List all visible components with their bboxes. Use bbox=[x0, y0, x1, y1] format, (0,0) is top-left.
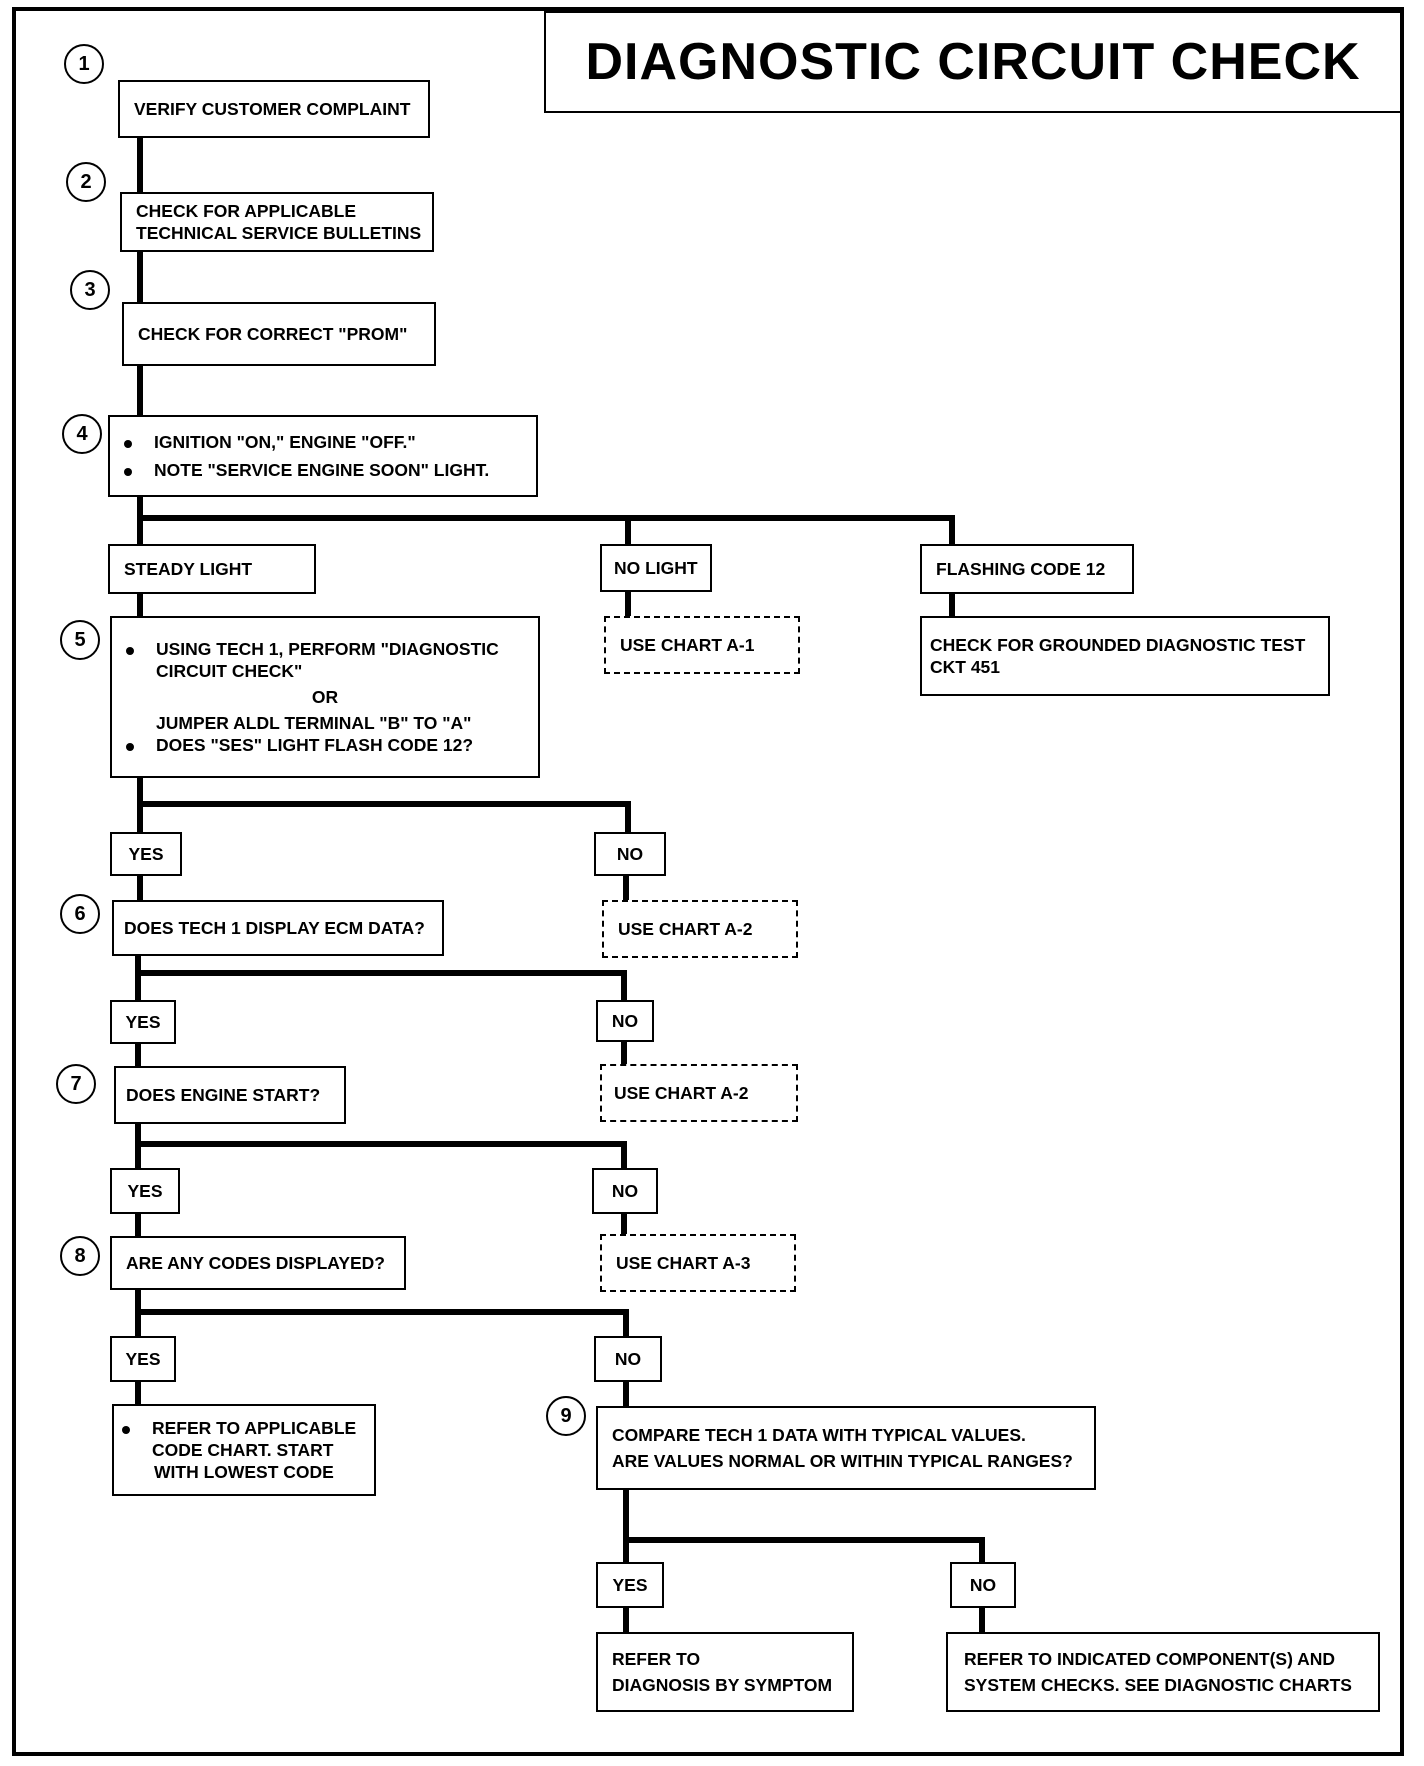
chart-a2-box-second: USE CHART A-2 bbox=[600, 1064, 798, 1122]
step-1-text: VERIFY CUSTOMER COMPLAINT bbox=[134, 99, 411, 119]
step-5-line-4: JUMPER ALDL TERMINAL "B" TO "A" bbox=[156, 713, 472, 733]
page-title: DIAGNOSTIC CIRCUIT CHECK bbox=[585, 33, 1361, 91]
step-3-box: CHECK FOR CORRECT "PROM" bbox=[122, 302, 436, 366]
code-chart-bullet: REFER TO APPLICABLE bbox=[122, 1417, 366, 1439]
bullet-icon bbox=[122, 1426, 130, 1434]
step-2-line-1: CHECK FOR APPLICABLE bbox=[136, 201, 357, 221]
no-light-box: NO LIGHT bbox=[600, 544, 712, 592]
chart-a2-label: USE CHART A-2 bbox=[614, 1083, 749, 1103]
no-text: NO bbox=[616, 844, 644, 864]
step-4-bullet-2: NOTE "SERVICE ENGINE SOON" LIGHT. bbox=[124, 459, 522, 481]
step-6-no-label: NO bbox=[596, 1000, 654, 1042]
no-text: NO bbox=[614, 1349, 642, 1369]
step-7-text: DOES ENGINE START? bbox=[126, 1085, 321, 1105]
step-8-text: ARE ANY CODES DISPLAYED? bbox=[126, 1253, 385, 1273]
step-5-line-or: OR bbox=[311, 687, 339, 707]
chart-a3-label: USE CHART A-3 bbox=[616, 1253, 751, 1273]
step-8-yes-label: YES bbox=[110, 1336, 176, 1382]
yes-text: YES bbox=[128, 844, 164, 864]
step-5-line-2: CIRCUIT CHECK" bbox=[156, 661, 303, 681]
grounded-test-box: CHECK FOR GROUNDED DIAGNOSTIC TEST CKT 4… bbox=[920, 616, 1330, 696]
symptom-line-1: REFER TO bbox=[612, 1649, 701, 1669]
step-5-bullet-2: DOES "SES" LIGHT FLASH CODE 12? bbox=[126, 734, 524, 756]
step-9-yes-label: YES bbox=[596, 1562, 664, 1608]
component-line-2: SYSTEM CHECKS. SEE DIAGNOSTIC CHARTS bbox=[964, 1675, 1352, 1695]
step-number-8: 8 bbox=[60, 1236, 100, 1276]
bullet-icon bbox=[126, 647, 134, 655]
code-chart-line-1: REFER TO APPLICABLE bbox=[152, 1418, 357, 1438]
grounded-test-line-2: CKT 451 bbox=[930, 657, 1001, 677]
step-3-text: CHECK FOR CORRECT "PROM" bbox=[138, 324, 408, 344]
symptom-line-2: DIAGNOSIS BY SYMPTOM bbox=[612, 1675, 833, 1695]
step-1-box: VERIFY CUSTOMER COMPLAINT bbox=[118, 80, 430, 138]
step-9-box: COMPARE TECH 1 DATA WITH TYPICAL VALUES.… bbox=[596, 1406, 1096, 1490]
step-9-line-1: COMPARE TECH 1 DATA WITH TYPICAL VALUES. bbox=[612, 1425, 1026, 1445]
step-4-box: IGNITION "ON," ENGINE "OFF." NOTE "SERVI… bbox=[108, 415, 538, 497]
step-6-box: DOES TECH 1 DISPLAY ECM DATA? bbox=[112, 900, 444, 956]
no-text: NO bbox=[611, 1011, 639, 1031]
flashing-code-12-box: FLASHING CODE 12 bbox=[920, 544, 1134, 594]
step-2-line-2: TECHNICAL SERVICE BULLETINS bbox=[136, 223, 422, 243]
step-number-9: 9 bbox=[546, 1396, 586, 1436]
step-8-box: ARE ANY CODES DISPLAYED? bbox=[110, 1236, 406, 1290]
flashing-code-12-label: FLASHING CODE 12 bbox=[936, 559, 1106, 579]
no-text: NO bbox=[611, 1181, 639, 1201]
step-4-bullet-1: IGNITION "ON," ENGINE "OFF." bbox=[124, 431, 522, 453]
step-7-box: DOES ENGINE START? bbox=[114, 1066, 346, 1124]
page-border bbox=[12, 7, 1404, 1756]
title-box: DIAGNOSTIC CIRCUIT CHECK bbox=[544, 11, 1402, 113]
chart-a1-box: USE CHART A-1 bbox=[604, 616, 800, 674]
chart-a2-box-first: USE CHART A-2 bbox=[602, 900, 798, 958]
step-number-5: 5 bbox=[60, 620, 100, 660]
step-number-3: 3 bbox=[70, 270, 110, 310]
step-5-yes-label: YES bbox=[110, 832, 182, 876]
step-6-yes-label: YES bbox=[110, 1000, 176, 1044]
step-4-line-2: NOTE "SERVICE ENGINE SOON" LIGHT. bbox=[154, 460, 490, 480]
step-6-text: DOES TECH 1 DISPLAY ECM DATA? bbox=[124, 918, 425, 938]
step-4-line-1: IGNITION "ON," ENGINE "OFF." bbox=[154, 432, 416, 452]
step-8-no-label: NO bbox=[594, 1336, 662, 1382]
step-5-no-label: NO bbox=[594, 832, 666, 876]
bullet-icon bbox=[124, 468, 132, 476]
step-7-yes-label: YES bbox=[110, 1168, 180, 1214]
step-5-line-1: USING TECH 1, PERFORM "DIAGNOSTIC bbox=[156, 639, 499, 659]
step-9-no-label: NO bbox=[950, 1562, 1016, 1608]
component-checks-box: REFER TO INDICATED COMPONENT(S) AND SYST… bbox=[946, 1632, 1380, 1712]
chart-a1-label: USE CHART A-1 bbox=[620, 635, 755, 655]
step-number-6: 6 bbox=[60, 894, 100, 934]
yes-text: YES bbox=[127, 1181, 163, 1201]
no-text: NO bbox=[969, 1575, 997, 1595]
yes-text: YES bbox=[612, 1575, 648, 1595]
step-5-line-5: DOES "SES" LIGHT FLASH CODE 12? bbox=[156, 735, 474, 755]
bullet-icon bbox=[124, 440, 132, 448]
step-9-line-2: ARE VALUES NORMAL OR WITHIN TYPICAL RANG… bbox=[612, 1451, 1073, 1471]
step-number-2: 2 bbox=[66, 162, 106, 202]
steady-light-label: STEADY LIGHT bbox=[124, 559, 253, 579]
step-number-1: 1 bbox=[64, 44, 104, 84]
step-number-4: 4 bbox=[62, 414, 102, 454]
yes-text: YES bbox=[125, 1349, 161, 1369]
step-5-box: USING TECH 1, PERFORM "DIAGNOSTIC CIRCUI… bbox=[110, 616, 540, 778]
chart-a3-box: USE CHART A-3 bbox=[600, 1234, 796, 1292]
grounded-test-line-1: CHECK FOR GROUNDED DIAGNOSTIC TEST bbox=[930, 635, 1306, 655]
bullet-icon bbox=[126, 743, 134, 751]
yes-text: YES bbox=[125, 1012, 161, 1032]
component-line-1: REFER TO INDICATED COMPONENT(S) AND bbox=[964, 1649, 1336, 1669]
step-2-box: CHECK FOR APPLICABLE TECHNICAL SERVICE B… bbox=[120, 192, 434, 252]
chart-a2-label: USE CHART A-2 bbox=[618, 919, 753, 939]
steady-light-box: STEADY LIGHT bbox=[108, 544, 316, 594]
symptom-box: REFER TO DIAGNOSIS BY SYMPTOM bbox=[596, 1632, 854, 1712]
step-7-no-label: NO bbox=[592, 1168, 658, 1214]
step-5-bullet-1: USING TECH 1, PERFORM "DIAGNOSTIC bbox=[126, 638, 524, 660]
code-chart-line-2: CODE CHART. START bbox=[152, 1440, 334, 1460]
step-number-7: 7 bbox=[56, 1064, 96, 1104]
no-light-label: NO LIGHT bbox=[614, 558, 698, 578]
code-chart-line-3: WITH LOWEST CODE bbox=[154, 1462, 334, 1482]
code-chart-box: REFER TO APPLICABLE CODE CHART. START WI… bbox=[112, 1404, 376, 1496]
